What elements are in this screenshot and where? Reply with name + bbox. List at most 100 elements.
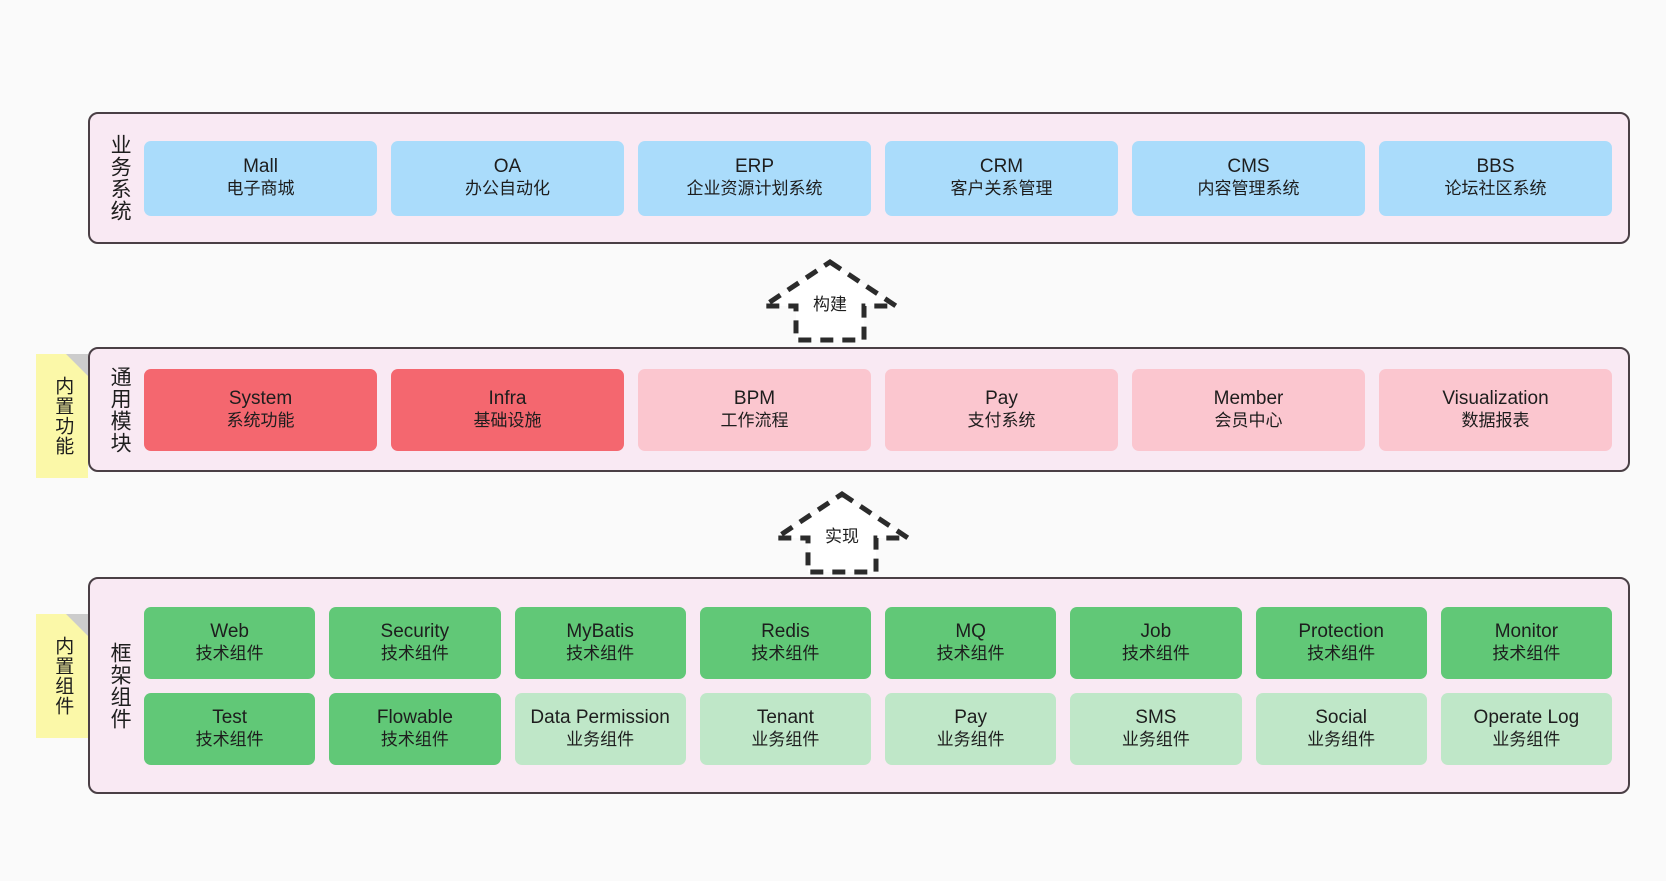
card-subtitle: 支付系统 <box>967 410 1036 430</box>
panel-common-modules: 通用模块 System 系统功能 Infra 基础设施 BPM 工作流程 Pay… <box>88 347 1630 472</box>
card-subtitle: 论坛社区系统 <box>1444 179 1547 199</box>
card-subtitle: 技术组件 <box>1121 643 1190 663</box>
arrow-build-label: 构建 <box>813 295 847 314</box>
card-subtitle: 技术组件 <box>566 643 635 663</box>
card-data-permission[interactable]: Data Permission 业务组件 <box>514 692 686 765</box>
card-subtitle: 技术组件 <box>380 643 449 663</box>
card-oa[interactable]: OA 办公自动化 <box>391 140 624 216</box>
card-system[interactable]: System 系统功能 <box>144 368 377 451</box>
card-title: Security <box>380 620 450 642</box>
card-title: CRM <box>979 156 1024 178</box>
card-row: Test 技术组件 Flowable 技术组件 Data Permission … <box>144 692 1612 765</box>
card-title: BPM <box>733 387 776 409</box>
card-subtitle: 技术组件 <box>936 643 1005 663</box>
card-infra[interactable]: Infra 基础设施 <box>391 368 624 451</box>
card-title: Protection <box>1298 620 1384 642</box>
card-title: Visualization <box>1442 387 1549 409</box>
card-title: ERP <box>734 156 775 178</box>
card-title: Operate Log <box>1473 706 1580 728</box>
card-operate-log[interactable]: Operate Log 业务组件 <box>1440 692 1612 765</box>
panel-body-common-modules: System 系统功能 Infra 基础设施 BPM 工作流程 Pay 支付系统… <box>142 349 1628 470</box>
card-cms[interactable]: CMS 内容管理系统 <box>1132 140 1365 216</box>
panel-body-business-systems: Mall 电子商城 OA 办公自动化 ERP 企业资源计划系统 CRM 客户关系… <box>142 114 1628 242</box>
card-subtitle: 技术组件 <box>195 643 264 663</box>
card-title: Tenant <box>756 706 814 728</box>
card-tenant[interactable]: Tenant 业务组件 <box>699 692 871 765</box>
card-title: OA <box>493 156 522 178</box>
card-title: Monitor <box>1494 620 1559 642</box>
card-subtitle: 数据报表 <box>1461 410 1530 430</box>
card-mall[interactable]: Mall 电子商城 <box>144 140 377 216</box>
card-title: Infra <box>488 387 527 409</box>
card-subtitle: 内容管理系统 <box>1197 179 1300 199</box>
card-security[interactable]: Security 技术组件 <box>329 606 501 679</box>
card-title: SMS <box>1135 706 1177 728</box>
card-social[interactable]: Social 业务组件 <box>1255 692 1427 765</box>
sticky-note-label: 内置功能 <box>52 376 74 456</box>
card-subtitle: 电子商城 <box>226 179 295 199</box>
card-bbs[interactable]: BBS 论坛社区系统 <box>1379 140 1612 216</box>
card-title: Web <box>210 620 249 642</box>
card-subtitle: 技术组件 <box>751 643 820 663</box>
card-pay[interactable]: Pay 支付系统 <box>885 368 1118 451</box>
card-sms[interactable]: SMS 业务组件 <box>1070 692 1242 765</box>
arrow-implement-icon <box>767 490 917 575</box>
card-member[interactable]: Member 会员中心 <box>1132 368 1365 451</box>
panel-body-framework-components: Web 技术组件 Security 技术组件 MyBatis 技术组件 Redi… <box>142 579 1628 792</box>
card-subtitle: 会员中心 <box>1214 410 1283 430</box>
card-subtitle: 业务组件 <box>1492 729 1561 749</box>
card-title: Test <box>212 706 248 728</box>
panel-framework-components: 框架组件 Web 技术组件 Security 技术组件 MyBatis 技术组件… <box>88 577 1630 794</box>
card-title: Social <box>1315 706 1367 728</box>
card-subtitle: 技术组件 <box>380 729 449 749</box>
card-redis[interactable]: Redis 技术组件 <box>699 606 871 679</box>
card-subtitle: 工作流程 <box>720 410 789 430</box>
card-test[interactable]: Test 技术组件 <box>144 692 316 765</box>
card-title: Job <box>1140 620 1172 642</box>
card-subtitle: 业务组件 <box>1307 729 1376 749</box>
card-subtitle: 办公自动化 <box>465 179 550 199</box>
card-subtitle: 企业资源计划系统 <box>686 179 823 199</box>
card-monitor[interactable]: Monitor 技术组件 <box>1440 606 1612 679</box>
card-title: CMS <box>1227 156 1270 178</box>
card-bpm[interactable]: BPM 工作流程 <box>638 368 871 451</box>
card-title: MQ <box>955 620 986 642</box>
card-job[interactable]: Job 技术组件 <box>1070 606 1242 679</box>
sticky-note-builtin-components: 内置组件 <box>36 614 88 738</box>
card-title: System <box>228 387 293 409</box>
card-title: BBS <box>1476 156 1515 178</box>
card-row: System 系统功能 Infra 基础设施 BPM 工作流程 Pay 支付系统… <box>144 368 1612 451</box>
card-mq[interactable]: MQ 技术组件 <box>885 606 1057 679</box>
card-subtitle: 技术组件 <box>1492 643 1561 663</box>
card-pay-business[interactable]: Pay 业务组件 <box>885 692 1057 765</box>
card-title: Mall <box>243 156 278 178</box>
sticky-note-label: 内置组件 <box>52 636 74 716</box>
card-subtitle: 技术组件 <box>1307 643 1376 663</box>
card-subtitle: 系统功能 <box>226 410 295 430</box>
card-protection[interactable]: Protection 技术组件 <box>1255 606 1427 679</box>
sticky-note-builtin-features: 内置功能 <box>36 354 88 478</box>
card-subtitle: 业务组件 <box>751 729 820 749</box>
note-fold-icon <box>66 354 88 376</box>
card-title: Pay <box>954 706 987 728</box>
card-subtitle: 技术组件 <box>195 729 264 749</box>
panel-label-framework-components: 框架组件 <box>108 641 132 730</box>
card-subtitle: 业务组件 <box>1121 729 1190 749</box>
arrow-build-icon <box>755 258 905 343</box>
arrow-implement-label: 实现 <box>825 527 859 546</box>
card-row: Web 技术组件 Security 技术组件 MyBatis 技术组件 Redi… <box>144 606 1612 679</box>
card-flowable[interactable]: Flowable 技术组件 <box>329 692 501 765</box>
card-erp[interactable]: ERP 企业资源计划系统 <box>638 140 871 216</box>
arrow-implement: 实现 <box>767 490 917 576</box>
card-visualization[interactable]: Visualization 数据报表 <box>1379 368 1612 451</box>
note-fold-icon <box>66 614 88 636</box>
card-mybatis[interactable]: MyBatis 技术组件 <box>514 606 686 679</box>
card-crm[interactable]: CRM 客户关系管理 <box>885 140 1118 216</box>
panel-business-systems: 业务系统 Mall 电子商城 OA 办公自动化 ERP 企业资源计划系统 CRM… <box>88 112 1630 244</box>
card-title: Flowable <box>376 706 453 728</box>
card-web[interactable]: Web 技术组件 <box>144 606 316 679</box>
card-row: Mall 电子商城 OA 办公自动化 ERP 企业资源计划系统 CRM 客户关系… <box>144 140 1612 216</box>
card-title: Data Permission <box>530 706 670 728</box>
card-subtitle: 基础设施 <box>473 410 542 430</box>
